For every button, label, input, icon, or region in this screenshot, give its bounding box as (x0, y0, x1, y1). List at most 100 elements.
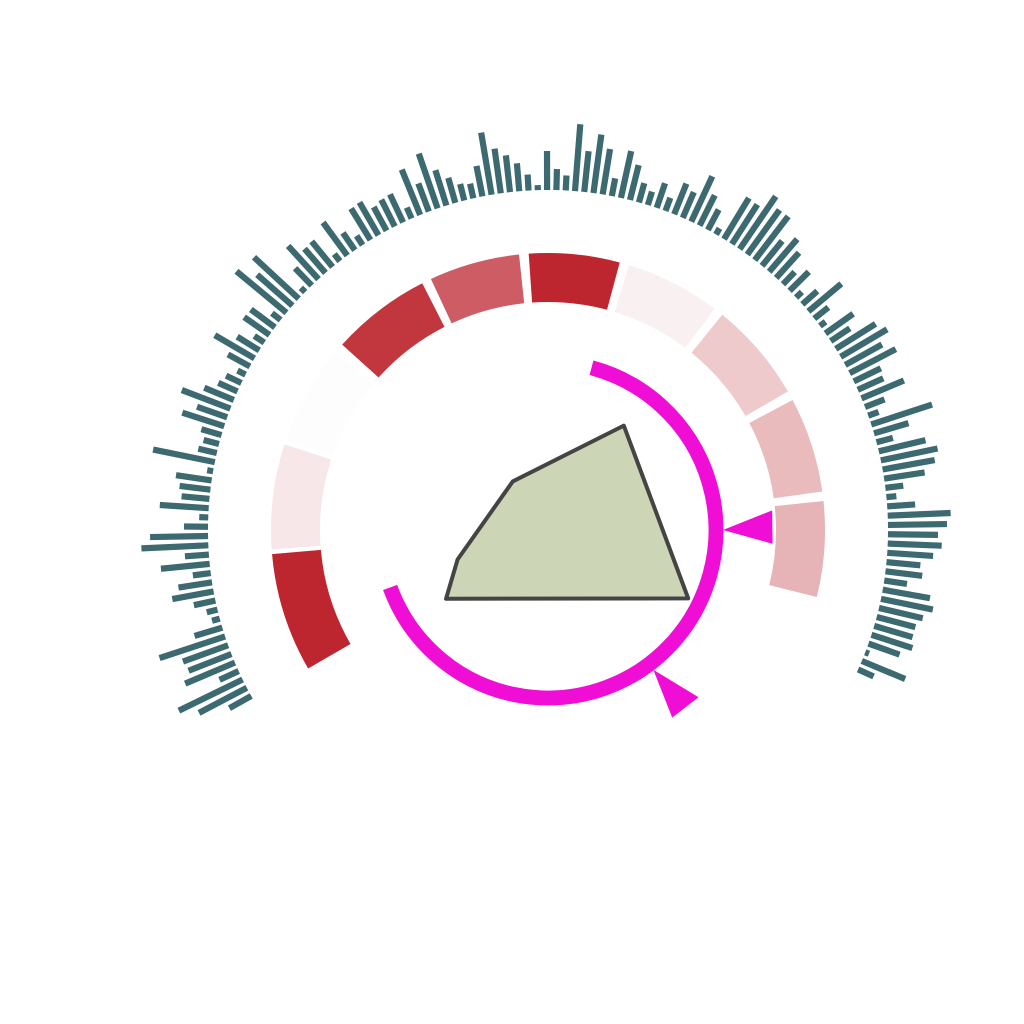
bar-25 (206, 467, 214, 475)
bar-0 (227, 693, 253, 711)
link-arc (383, 360, 724, 706)
bar-86 (635, 182, 648, 204)
bar-71 (491, 148, 504, 194)
bar-18 (150, 532, 209, 541)
bar-99 (744, 208, 783, 257)
bar-65 (432, 169, 450, 207)
heat-segment-6 (614, 265, 715, 348)
bar-144 (873, 622, 914, 641)
bar-61 (403, 206, 415, 220)
bar-113 (834, 321, 878, 352)
link-arrow-0 (723, 510, 773, 544)
bar-45 (255, 272, 295, 309)
heat-segment-4 (430, 254, 525, 324)
bar-41 (242, 314, 272, 338)
bar-94 (705, 208, 722, 232)
bar-35 (224, 372, 243, 386)
bar-97 (729, 202, 760, 246)
bar-148 (860, 658, 907, 682)
bar-36 (236, 367, 247, 378)
bar-53 (320, 220, 350, 258)
bar-128 (883, 469, 926, 482)
bar-51 (309, 239, 335, 269)
bar-17 (141, 542, 209, 552)
bar-46 (251, 255, 301, 302)
heat-segment-9 (769, 501, 825, 598)
bar-62 (398, 168, 424, 217)
heat-ring (270, 253, 825, 669)
bar-98 (737, 194, 779, 251)
bar-21 (159, 501, 209, 512)
bar-30 (181, 409, 226, 430)
bar-48 (292, 266, 314, 288)
bar-135 (887, 540, 942, 549)
polygon-layer (444, 423, 691, 601)
bar-89 (662, 196, 674, 213)
bar-131 (886, 501, 916, 510)
bar-100 (752, 214, 791, 262)
bar-38 (213, 332, 257, 362)
bar-56 (348, 206, 374, 242)
bar-77 (553, 169, 561, 191)
bar-117 (852, 365, 883, 385)
bar-143 (875, 613, 917, 631)
bar-141 (880, 595, 934, 613)
bar-72 (502, 155, 514, 193)
bar-134 (887, 531, 939, 538)
bar-82 (599, 148, 614, 195)
bar-24 (175, 472, 213, 484)
bar-123 (873, 420, 910, 437)
bar-57 (356, 200, 382, 237)
bar-37 (226, 351, 252, 370)
bar-125 (878, 437, 927, 455)
bar-95 (713, 226, 723, 236)
bar-115 (843, 341, 884, 368)
heat-segment-7 (691, 314, 788, 416)
bar-74 (524, 174, 532, 191)
bar-40 (252, 333, 267, 346)
heat-segment-2 (286, 351, 374, 456)
bar-11 (193, 597, 217, 609)
bar-111 (823, 311, 855, 336)
bar-91 (679, 190, 697, 220)
bar-127 (882, 457, 936, 473)
bar-4 (183, 659, 237, 687)
bar-58 (370, 205, 390, 233)
bar-116 (848, 346, 898, 376)
link-arc-layer (383, 360, 773, 718)
bar-109 (812, 304, 831, 322)
bar-88 (653, 182, 668, 209)
bar-133 (887, 520, 948, 529)
bar-140 (882, 586, 931, 602)
bar-50 (302, 246, 328, 275)
bar-68 (467, 182, 477, 199)
bar-39 (235, 334, 261, 354)
bar-7 (158, 633, 227, 662)
bar-69 (473, 165, 486, 197)
bar-8 (193, 624, 224, 639)
bar-66 (445, 177, 459, 204)
bar-54 (340, 231, 358, 252)
bar-85 (626, 164, 642, 201)
bar-34 (217, 380, 239, 395)
bar-31 (195, 403, 229, 421)
heat-segment-8 (749, 399, 823, 499)
bar-124 (875, 434, 894, 446)
bar-3 (218, 668, 240, 683)
bar-138 (885, 568, 923, 579)
bar-92 (688, 174, 716, 223)
bar-73 (513, 163, 523, 192)
bar-14 (192, 570, 212, 579)
bar-101 (759, 239, 785, 268)
bar-16 (184, 551, 210, 560)
bar-ring (141, 124, 951, 716)
bar-44 (234, 268, 289, 316)
link-arrow-1 (653, 669, 699, 718)
bar-32 (180, 387, 232, 412)
bar-23 (179, 482, 211, 493)
bar-81 (590, 134, 605, 194)
bar-60 (387, 193, 406, 224)
bar-1 (197, 685, 249, 716)
bar-106 (793, 289, 805, 300)
